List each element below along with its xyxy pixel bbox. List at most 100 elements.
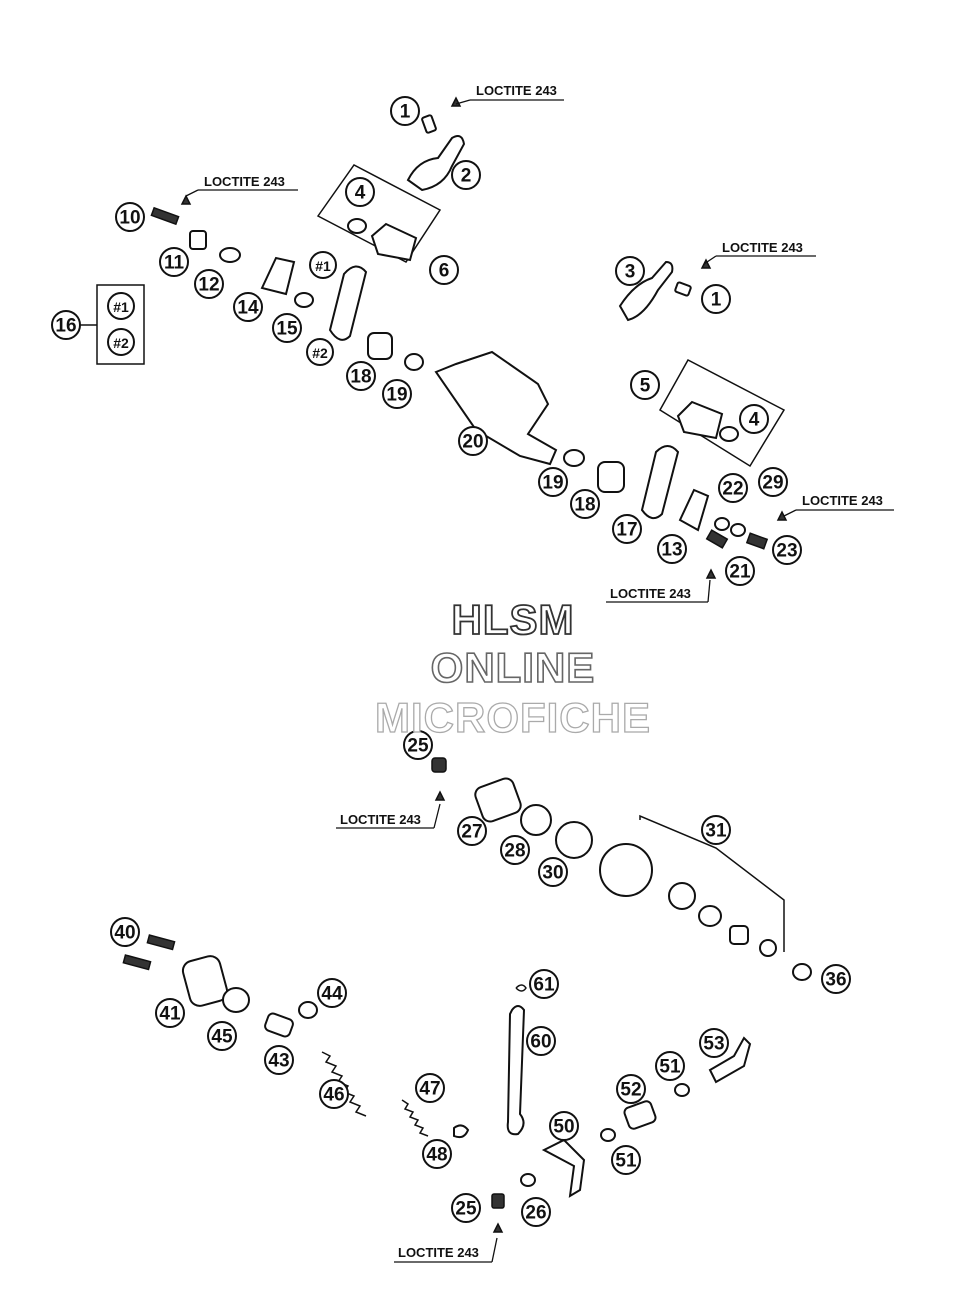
svg-text:LOCTITE 243: LOCTITE 243 [340, 812, 421, 827]
lever-plate-icon [618, 260, 674, 322]
svg-text:25: 25 [455, 1199, 477, 1220]
valve-drum-icon [676, 400, 724, 440]
lever-plate-icon [406, 135, 466, 192]
callout-36: 36 [821, 964, 851, 994]
callout-2: 2 [451, 160, 481, 190]
loctite-label: LOCTITE 243 [185, 174, 298, 197]
arm-icon [640, 445, 680, 520]
callout-28: 28 [500, 835, 530, 865]
loctite-label: LOCTITE 243 [455, 83, 564, 105]
svg-text:#1: #1 [113, 299, 129, 315]
screw-icon [705, 529, 729, 549]
callout-52: 52 [616, 1074, 646, 1104]
callout-10: 10 [115, 202, 145, 232]
gear-icon [668, 882, 696, 910]
nut-icon [714, 517, 730, 531]
svg-text:51: 51 [659, 1057, 681, 1078]
oring-icon [347, 218, 367, 234]
oring-icon [719, 426, 739, 442]
callout-25: 25 [403, 730, 433, 760]
callout-18: 18 [346, 361, 376, 391]
tag-second: #2 [107, 328, 135, 356]
callout-27: 27 [457, 816, 487, 846]
callout-41: 41 [155, 998, 185, 1028]
oring-icon [404, 353, 424, 371]
callout-3: 3 [615, 256, 645, 286]
part-callouts: 1 2 4 6 10 11 12 14 #1 15 #2 16 18 19 20… [51, 96, 851, 1227]
svg-text:18: 18 [350, 367, 371, 388]
loctite-label: LOCTITE 243 [606, 579, 711, 603]
svg-text:48: 48 [426, 1145, 447, 1166]
washer-icon [698, 905, 722, 927]
svg-text:12: 12 [198, 275, 219, 296]
svg-text:1: 1 [400, 102, 411, 123]
spring-clip-icon [515, 984, 527, 992]
svg-text:21: 21 [729, 562, 751, 583]
svg-text:53: 53 [703, 1034, 724, 1055]
watermark-line-2: ONLINE [430, 643, 596, 692]
callout-23: 23 [772, 535, 802, 565]
svg-text:30: 30 [542, 863, 563, 884]
clip-icon [453, 1124, 470, 1139]
spring-icon [401, 1099, 429, 1137]
callout-46: 46 [319, 1079, 349, 1109]
svg-text:61: 61 [533, 975, 555, 996]
watermark-line-1: HLSM [451, 595, 575, 644]
callout-1b: 1 [701, 284, 731, 314]
callout-12: 12 [194, 269, 224, 299]
svg-text:1: 1 [711, 290, 722, 311]
callout-50: 50 [549, 1111, 579, 1141]
arm-icon [328, 265, 368, 341]
part-drawings [96, 96, 812, 1233]
washer-icon [674, 1083, 690, 1097]
shaft-housing-icon [434, 350, 558, 466]
bushing-icon [367, 332, 393, 360]
svg-text:15: 15 [276, 319, 298, 340]
svg-text:20: 20 [462, 432, 483, 453]
callout-51b: 51 [611, 1145, 641, 1175]
callout-14: 14 [233, 292, 263, 322]
callout-13: 13 [657, 534, 687, 564]
loctite-label: LOCTITE 243 [703, 240, 816, 265]
cover-icon [181, 955, 229, 1007]
callout-51: 51 [655, 1051, 685, 1081]
svg-text:45: 45 [211, 1027, 233, 1048]
svg-text:23: 23 [776, 541, 797, 562]
callout-40: 40 [110, 917, 140, 947]
svg-text:36: 36 [825, 970, 846, 991]
svg-text:10: 10 [119, 208, 140, 229]
gear-icon [599, 843, 653, 897]
svg-text:16: 16 [55, 316, 76, 337]
svg-text:17: 17 [616, 520, 637, 541]
clip-icon [219, 247, 241, 263]
svg-text:46: 46 [323, 1085, 344, 1106]
svg-text:#2: #2 [113, 335, 129, 351]
callout-tag-1: #1 [309, 251, 337, 279]
svg-text:29: 29 [762, 473, 783, 494]
bolt-icon [122, 954, 152, 971]
shaft-lever-icon [708, 1036, 752, 1084]
bushing-icon [729, 925, 749, 945]
callout-19: 19 [382, 379, 412, 409]
loctite-labels: LOCTITE 243 LOCTITE 243 LOCTITE 243 LOCT… [185, 83, 894, 1263]
svg-text:25: 25 [407, 736, 429, 757]
shift-lever-icon [541, 1138, 586, 1198]
svg-text:18: 18 [574, 495, 595, 516]
svg-text:47: 47 [419, 1079, 440, 1100]
svg-text:#2: #2 [312, 345, 328, 361]
callout-53: 53 [699, 1028, 729, 1058]
callout-4: 4 [345, 177, 375, 207]
svg-text:40: 40 [114, 923, 135, 944]
svg-text:43: 43 [268, 1051, 289, 1072]
svg-text:51: 51 [615, 1151, 637, 1172]
callout-16: 16 [51, 310, 81, 340]
svg-text:44: 44 [321, 984, 343, 1005]
subassembly-tags: #1 #2 [107, 292, 135, 356]
svg-text:6: 6 [439, 261, 450, 282]
screw-icon [674, 281, 692, 297]
svg-text:52: 52 [620, 1080, 641, 1101]
svg-text:50: 50 [553, 1117, 574, 1138]
svg-text:11: 11 [164, 253, 185, 274]
callout-48: 48 [422, 1139, 452, 1169]
